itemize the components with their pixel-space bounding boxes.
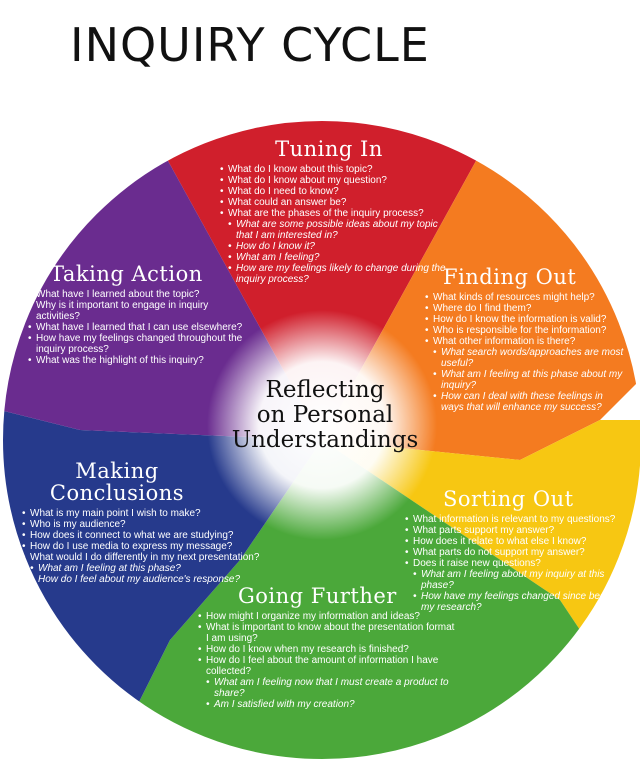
list-item: What do I know about this topic? [220,164,450,175]
list-item: What kinds of resources might help? [425,292,625,303]
list-item: What have I learned about the topic? [28,289,250,300]
list-item: How does it relate to what else I know? [405,536,633,547]
list-item: What do I know about my question? [220,175,450,186]
list-item: What would I do differently in my next p… [22,552,260,563]
list-item: How do I use media to express my message… [22,541,260,552]
list-item: What parts support my answer? [405,525,633,536]
list-item: What am I feeling about my inquiry at th… [405,569,633,591]
list-item: Am I satisfied with my creation? [198,699,460,710]
list-item: What am I feeling at this phase? [22,563,260,574]
taking-action-list: What have I learned about the topic?Why … [28,289,250,366]
list-item: What information is relevant to my quest… [405,514,633,525]
list-item: What search words/approaches are most us… [425,347,625,369]
page-title: INQUIRY CYCLE [70,18,430,72]
center-label: Reflecting on Personal Understandings [200,378,450,453]
list-item: What are some possible ideas about my to… [220,219,450,241]
segment-sorting-out [322,420,640,720]
section-tuning-in: Tuning In What do I know about this topi… [220,138,450,285]
section-making-conclusions: Making Conclusions What is my main point… [22,460,260,585]
list-item: What do I need to know? [220,186,450,197]
list-item: How do I know it? [220,241,450,252]
list-item: What other information is there? [425,336,625,347]
list-item: What could an answer be? [220,197,450,208]
tuning-in-heading: Tuning In [275,137,383,161]
list-item: What is my main point I wish to make? [22,508,260,519]
list-item: What are the phases of the inquiry proce… [220,208,450,219]
sorting-out-list: What information is relevant to my quest… [405,514,633,613]
wheel-outline [1,119,640,761]
section-going-further: Going Further How might I organize my in… [198,585,460,710]
list-item: How do I know when my research is finish… [198,644,460,655]
tuning-in-list: What do I know about this topic?What do … [220,164,450,285]
list-item: How are my feelings likely to change dur… [220,263,450,285]
list-item: What is important to know about the pres… [198,622,460,644]
section-taking-action: Taking Action What have I learned about … [28,263,250,366]
list-item: What parts do not support my answer? [405,547,633,558]
finding-out-heading: Finding Out [443,265,577,289]
list-item: Does it raise new questions? [405,558,633,569]
list-item: What am I feeling at this phase about my… [425,369,625,391]
list-item: Who is my audience? [22,519,260,530]
making-conclusions-list: What is my main point I wish to make?Who… [22,508,260,585]
center-line-1: Reflecting [265,377,385,403]
list-item: Who is responsible for the information? [425,325,625,336]
list-item: What was the highlight of this inquiry? [28,355,250,366]
list-item: How have my feelings changed since begin… [405,591,633,613]
list-item: What am I feeling? [220,252,450,263]
list-item: How do I feel about my audience's respon… [22,574,260,585]
section-finding-out: Finding Out What kinds of resources migh… [425,266,625,413]
list-item: How have my feelings changed throughout … [28,333,250,355]
going-further-heading: Going Further [238,584,397,608]
finding-out-list: What kinds of resources might help?Where… [425,292,625,413]
going-further-list: How might I organize my information and … [198,611,460,710]
list-item: How do I know the information is valid? [425,314,625,325]
center-line-3: Understandings [231,427,419,453]
section-sorting-out: Sorting Out What information is relevant… [405,488,633,613]
sorting-out-heading: Sorting Out [443,487,574,511]
list-item: What am I feeling now that I must create… [198,677,460,699]
list-item: How do I feel about the amount of inform… [198,655,460,677]
list-item: Why is it important to engage in inquiry… [28,300,250,322]
making-conclusions-heading: Making Conclusions [49,459,185,505]
list-item: How can I deal with these feelings in wa… [425,391,625,413]
center-glow [207,310,437,540]
taking-action-heading: Taking Action [50,262,203,286]
list-item: Where do I find them? [425,303,625,314]
list-item: How might I organize my information and … [198,611,460,622]
center-line-2: on Personal [256,402,394,428]
list-item: What have I learned that I can use elsew… [28,322,250,333]
list-item: How does it connect to what we are study… [22,530,260,541]
